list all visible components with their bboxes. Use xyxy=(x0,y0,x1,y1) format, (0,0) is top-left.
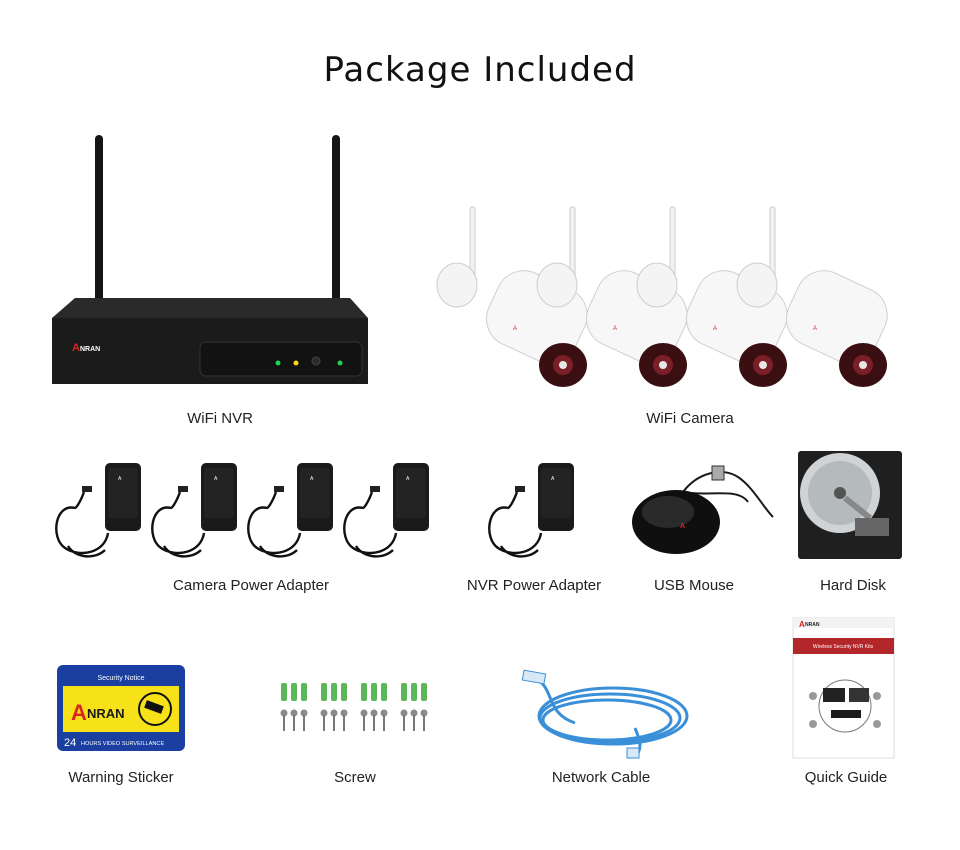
svg-text:A: A xyxy=(406,476,410,482)
svg-text:Wireless Security NVR Kits: Wireless Security NVR Kits xyxy=(813,644,874,650)
screw-head xyxy=(280,709,288,717)
screw-shaft xyxy=(413,715,415,731)
wall-anchor xyxy=(401,683,407,701)
screw-image xyxy=(276,683,436,735)
network-cable-image xyxy=(515,668,690,759)
quick-guide-image: A NRAN Wireless Security NVR Kits xyxy=(792,617,895,759)
screw-shaft xyxy=(383,715,385,731)
wall-anchor xyxy=(331,683,337,701)
svg-text:A: A xyxy=(513,326,517,332)
label-usb-mouse: USB Mouse xyxy=(653,577,735,594)
label-screw: Screw xyxy=(334,769,376,786)
screw-shaft xyxy=(303,715,305,731)
camera-1: A xyxy=(436,206,588,387)
wall-anchor xyxy=(421,683,427,701)
svg-text:NRAN: NRAN xyxy=(805,622,820,628)
svg-text:A: A xyxy=(214,476,218,482)
wall-anchor xyxy=(321,683,327,701)
svg-text:HOURS VIDEO SURVEILLANCE: HOURS VIDEO SURVEILLANCE xyxy=(81,741,164,747)
screw-head xyxy=(320,709,328,717)
warning-sticker-image: Security Notice A NRAN 24 HOURS VIDEO SU… xyxy=(57,665,185,751)
page-title: Package Included xyxy=(323,50,637,90)
nvr-antenna-left xyxy=(95,135,103,305)
screw-head xyxy=(400,709,408,717)
svg-text:A: A xyxy=(310,476,314,482)
label-hard-disk: Hard Disk xyxy=(820,577,886,594)
wall-anchor xyxy=(281,683,287,701)
hdd-image xyxy=(795,448,905,563)
svg-text:24: 24 xyxy=(64,737,76,749)
wall-anchor xyxy=(361,683,367,701)
wall-anchor xyxy=(301,683,307,701)
screw-shaft xyxy=(293,715,295,731)
svg-text:A: A xyxy=(613,326,617,332)
screw-shaft xyxy=(363,715,365,731)
screw-head xyxy=(410,709,418,717)
screw-head xyxy=(300,709,308,717)
wall-anchor xyxy=(371,683,377,701)
screw-head xyxy=(370,709,378,717)
label-wifi-nvr: WiFi NVR xyxy=(187,410,253,427)
screw-shaft xyxy=(333,715,335,731)
nvr-adapter: A xyxy=(488,463,574,558)
screw-head xyxy=(360,709,368,717)
screw-shaft xyxy=(373,715,375,731)
camera-adapter-3: A xyxy=(247,463,333,558)
wall-anchor xyxy=(411,683,417,701)
wall-anchor xyxy=(381,683,387,701)
camera-adapter-1: A xyxy=(55,463,141,558)
svg-text:A: A xyxy=(680,523,685,530)
screw-shaft xyxy=(423,715,425,731)
svg-text:A: A xyxy=(71,700,87,725)
svg-text:A: A xyxy=(799,620,805,629)
camera-adapter-4: A xyxy=(343,463,429,558)
screw-shaft xyxy=(343,715,345,731)
screw-shaft xyxy=(323,715,325,731)
screw-head xyxy=(420,709,428,717)
label-wifi-camera: WiFi Camera xyxy=(646,410,734,427)
label-warning-sticker: Warning Sticker xyxy=(68,769,174,786)
svg-text:ANRAN: ANRAN xyxy=(72,342,100,354)
wall-anchor xyxy=(291,683,297,701)
nvr-adapter-image: A xyxy=(483,458,593,568)
label-camera-power-adapter: Camera Power Adapter xyxy=(173,577,329,594)
camera-4: A xyxy=(736,206,888,387)
camera-adapter-2: A xyxy=(151,463,237,558)
nvr-antenna-right xyxy=(332,135,340,305)
screw-shaft xyxy=(403,715,405,731)
label-nvr-power-adapter: NVR Power Adapter xyxy=(466,577,602,594)
screw-head xyxy=(340,709,348,717)
svg-text:A: A xyxy=(813,326,817,332)
screw-head xyxy=(380,709,388,717)
svg-text:NRAN: NRAN xyxy=(87,706,125,721)
svg-text:A: A xyxy=(713,326,717,332)
svg-text:A: A xyxy=(551,476,555,482)
label-quick-guide: Quick Guide xyxy=(804,769,888,786)
screw-shaft xyxy=(283,715,285,731)
svg-text:A: A xyxy=(118,476,122,482)
svg-text:Security Notice: Security Notice xyxy=(97,675,144,682)
mouse-image: A xyxy=(628,462,778,562)
screw-head xyxy=(290,709,298,717)
screw-head xyxy=(330,709,338,717)
wall-anchor xyxy=(341,683,347,701)
nvr-image: ANRAN xyxy=(50,130,370,390)
label-network-cable: Network Cable xyxy=(551,769,651,786)
